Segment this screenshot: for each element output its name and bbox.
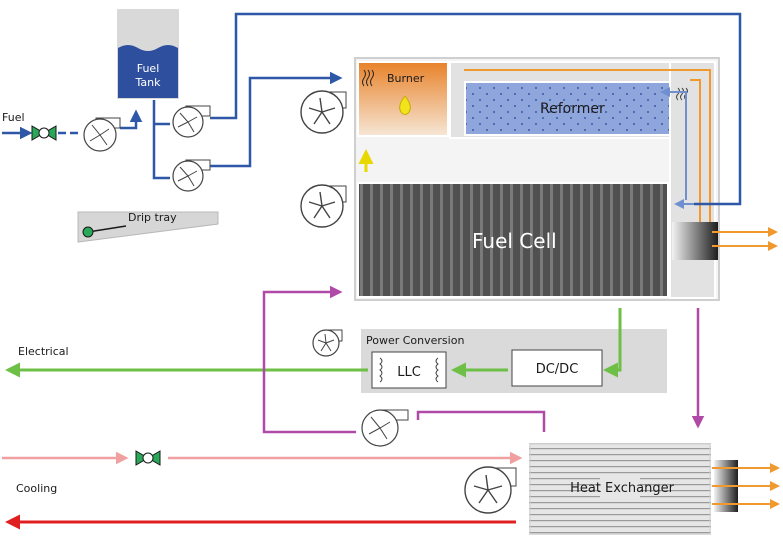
fuel-tank-label-line2: Tank — [135, 76, 162, 89]
transformer-icon — [379, 357, 439, 383]
power-conversion-label: Power Conversion — [366, 334, 464, 347]
heat-exchanger-label: Heat Exchanger — [570, 481, 674, 496]
electrical-label: Electrical — [18, 345, 69, 358]
exhaust-outlet — [672, 222, 718, 260]
fan-icon[interactable] — [464, 466, 517, 514]
fuel-cell-label: Fuel Cell — [472, 229, 557, 253]
flame-icon — [399, 95, 411, 115]
reformer-label: Reformer — [540, 101, 605, 117]
llc-converter — [371, 351, 447, 389]
pump-icon[interactable] — [361, 409, 409, 447]
electrical-line — [4, 308, 622, 378]
dcdc-label: DC/DC — [536, 362, 579, 377]
drip-tray-label: Drip tray — [128, 211, 177, 224]
pump-icon[interactable] — [172, 105, 211, 138]
heat-exchanger-exhaust-arrows — [712, 463, 780, 509]
fuel-inlet-line — [2, 109, 143, 140]
burner: Burner — [357, 61, 449, 137]
fan-icon[interactable] — [312, 329, 343, 357]
reformer: Reformer — [464, 81, 688, 136]
power-conversion-module: Power Conversion LLC DC/DC — [359, 327, 669, 395]
cooling-label: Cooling — [16, 482, 57, 495]
fuel-distribution-line — [152, 12, 742, 206]
level-sensor-icon — [82, 226, 94, 238]
valve-icon[interactable] — [135, 450, 161, 466]
recirculation-line — [262, 285, 705, 434]
fan-icon[interactable] — [300, 90, 347, 134]
drip-tray: Drip tray — [77, 211, 219, 243]
pump-icon[interactable] — [172, 159, 211, 192]
fuel-label: Fuel — [2, 111, 25, 124]
heat-wave-icon — [362, 69, 374, 87]
reformer-feed-line — [660, 87, 694, 209]
fan-icon[interactable] — [300, 184, 347, 228]
exhaust-path — [464, 69, 711, 238]
dcdc-converter — [511, 349, 603, 387]
fuel-tank: Fuel Tank — [115, 7, 181, 101]
valve-icon[interactable] — [31, 125, 57, 141]
fuel-tank-label-line1: Fuel — [137, 62, 160, 75]
fuel-cell-stack: Fuel Cell — [357, 182, 669, 298]
llc-label: LLC — [397, 365, 421, 380]
heat-exchanger: Heat Exchanger — [527, 441, 713, 537]
pump-icon[interactable] — [83, 117, 121, 152]
burner-label: Burner — [387, 72, 425, 85]
exhaust-arrows — [712, 227, 778, 251]
